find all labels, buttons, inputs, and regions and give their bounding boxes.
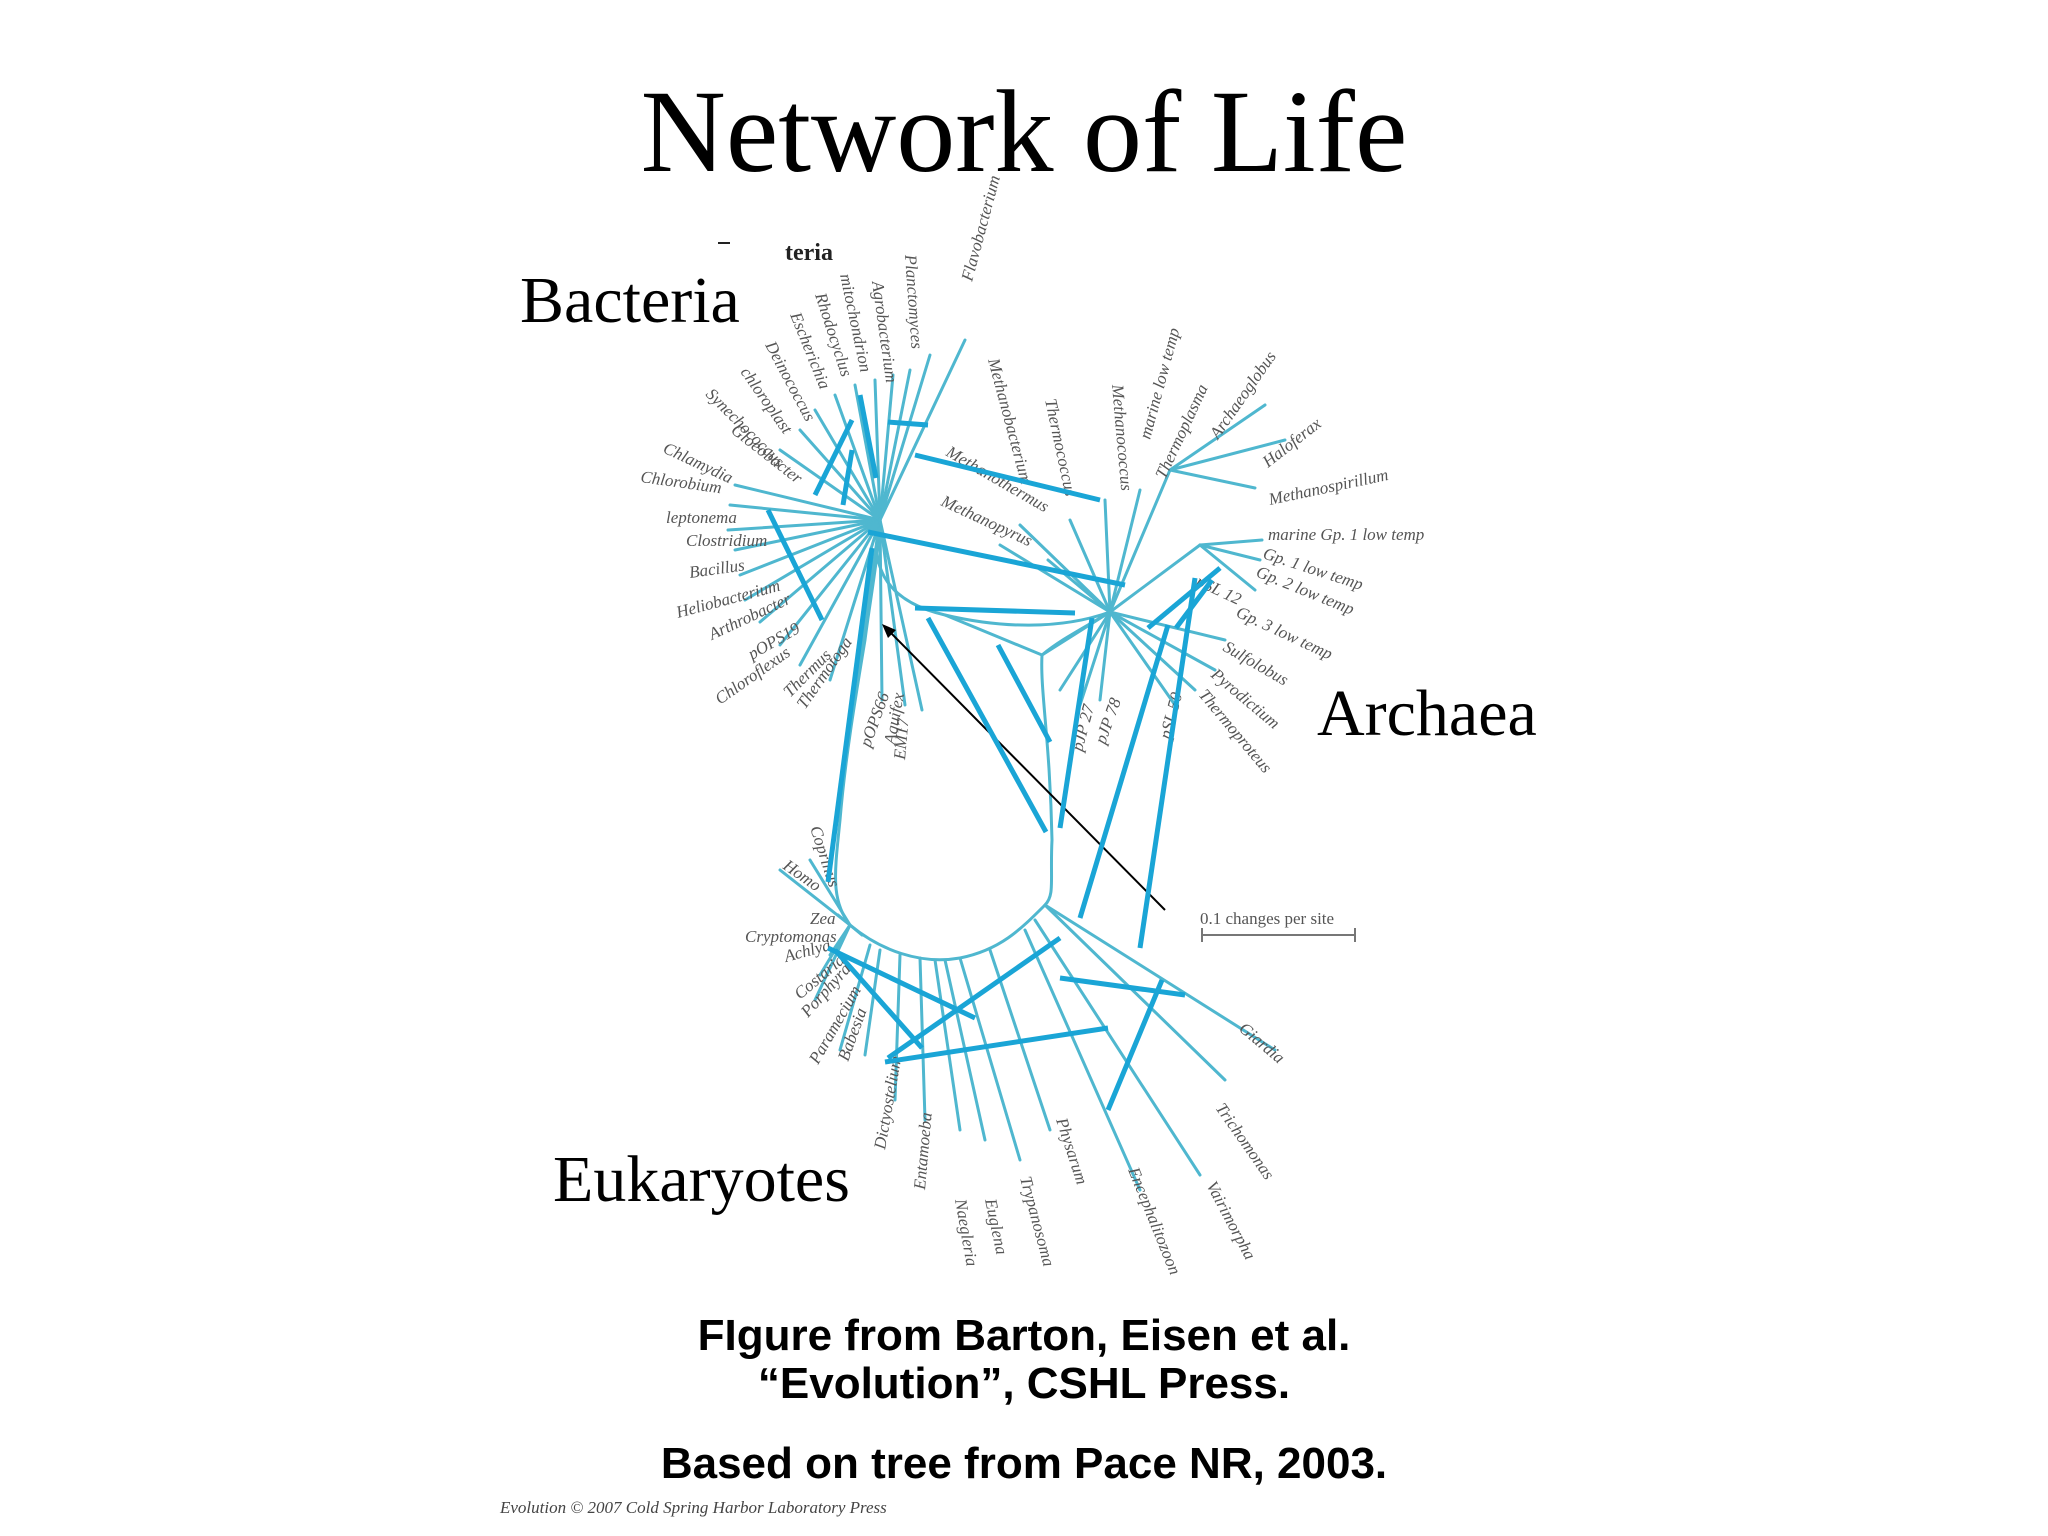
taxon-label: Methanospirillum bbox=[1266, 465, 1390, 509]
taxon-label: Giardia bbox=[1235, 1019, 1288, 1068]
copyright-text: Evolution © 2007 Cold Spring Harbor Labo… bbox=[500, 1498, 887, 1517]
tree-branches bbox=[726, 338, 1287, 1192]
taxon-label: Entamoeba bbox=[910, 1112, 936, 1192]
taxon-label: Naegleria bbox=[951, 1196, 982, 1267]
eukaryotes-label: Eukaryotes bbox=[553, 1143, 850, 1216]
taxon-label: Euglena bbox=[981, 1196, 1012, 1256]
taxon-label: Bacillus bbox=[688, 555, 746, 582]
taxon-label: Trichomonas bbox=[1212, 1099, 1279, 1183]
taxon-label: Trypanosoma bbox=[1016, 1174, 1058, 1268]
transfer-arrow bbox=[882, 624, 1166, 911]
taxon-label: Gloeobacter bbox=[728, 420, 807, 488]
slide-title: Network of Life bbox=[640, 66, 1408, 197]
bacteria-label: Bacteria bbox=[520, 264, 740, 337]
taxon-label: marine Gp. 1 low temp bbox=[1268, 525, 1424, 544]
teria-fragment: teria bbox=[785, 240, 833, 266]
taxon-label: Clostridium bbox=[686, 531, 767, 550]
caption-line-1: FIgure from Barton, Eisen et al. bbox=[697, 1311, 1351, 1360]
taxon-label: Encephalitozoon bbox=[1124, 1163, 1185, 1277]
taxon-label: Vairimorpha bbox=[1202, 1178, 1259, 1263]
gene-transfer-lines bbox=[765, 394, 1222, 1111]
caption-line-3: Based on tree from Pace NR, 2003. bbox=[660, 1439, 1388, 1488]
archaea-label: Archaea bbox=[1317, 677, 1537, 750]
taxon-label: Archaeoglobus bbox=[1205, 347, 1280, 443]
taxon-label: Dictyostelium bbox=[870, 1054, 905, 1151]
taxon-label: pJP 78 bbox=[1091, 695, 1126, 747]
taxon-label: Flavobacterium bbox=[957, 173, 1004, 284]
taxon-label: Thermococcus bbox=[1041, 397, 1080, 498]
taxon-label: Haloferax bbox=[1258, 413, 1325, 471]
taxon-label: EM17 bbox=[890, 716, 913, 762]
taxon-label: leptonema bbox=[666, 508, 737, 527]
taxon-label: Cryptomonas bbox=[745, 927, 837, 946]
taxon-label: Planctomyces bbox=[901, 253, 927, 350]
taxon-label: Zea bbox=[810, 909, 836, 928]
scale-bar-label: 0.1 changes per site bbox=[1200, 909, 1334, 928]
taxon-label: Physarum bbox=[1052, 1114, 1092, 1186]
caption-line-2: “Evolution”, CSHL Press. bbox=[757, 1359, 1291, 1408]
taxon-label: Methanococcus bbox=[1108, 383, 1136, 492]
